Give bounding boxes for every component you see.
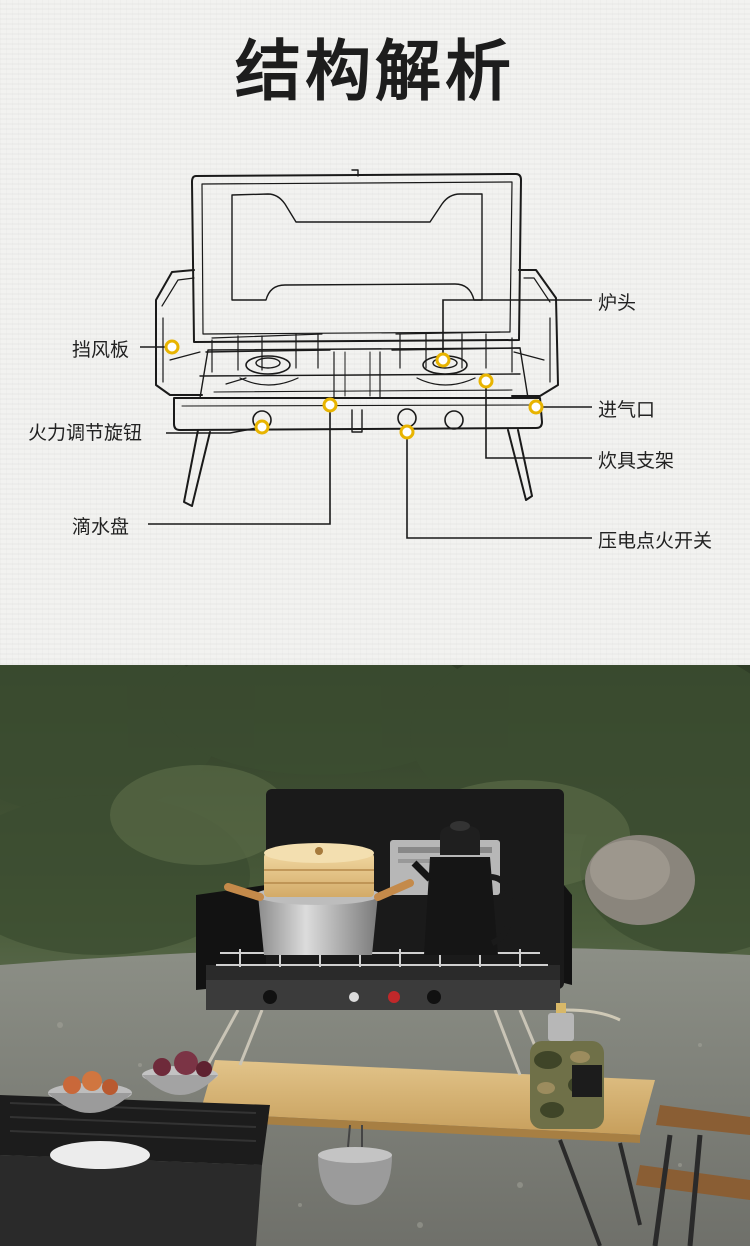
dot-drip-tray <box>322 397 338 413</box>
callout-windshield: 挡风板 <box>72 339 130 361</box>
callout-heat-knob: 火力调节旋钮 <box>28 422 143 444</box>
stove-line-drawing <box>140 169 592 539</box>
callout-pot-stand: 炊具支架 <box>598 450 675 472</box>
diagram-section: 结构解析 <box>0 0 750 665</box>
dot-burner-head <box>435 352 451 368</box>
dot-windshield <box>164 339 180 355</box>
page-title: 结构解析 <box>235 33 515 110</box>
callout-air-inlet: 进气口 <box>598 399 656 421</box>
dot-heat-knob <box>254 419 270 435</box>
dot-pot-stand <box>478 373 494 389</box>
callout-igniter-switch: 压电点火开关 <box>598 530 713 552</box>
product-photo <box>0 665 750 1246</box>
dot-air-inlet <box>528 399 544 415</box>
callout-burner-head: 炉头 <box>598 292 637 314</box>
camping-scene-illustration <box>0 665 750 1246</box>
callout-drip-tray: 滴水盘 <box>72 516 130 538</box>
dot-igniter <box>399 424 415 440</box>
